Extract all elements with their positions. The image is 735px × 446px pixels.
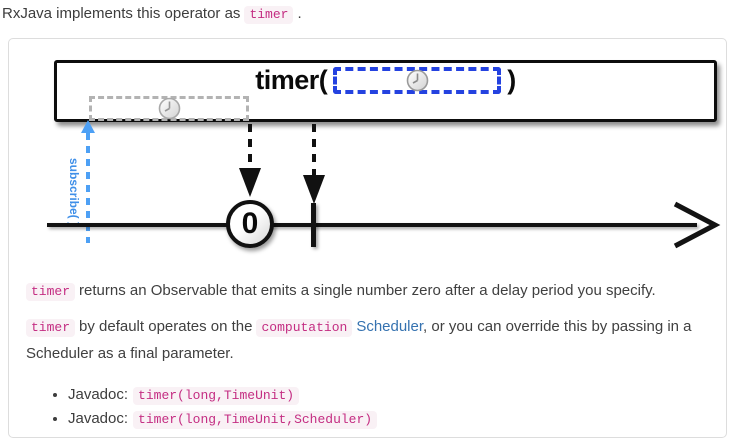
pre-subscribe-delay-box [89,96,249,121]
code-timer: timer [26,283,76,301]
description-text-1: returns an Observable that emits a singl… [79,282,656,299]
emission-arrowhead-icon [239,168,261,197]
completion-arrowhead-icon [303,175,325,204]
operator-card: timer( ) [8,38,727,438]
clock-icon [158,97,180,120]
subscribe-label: subscribe( ) [67,157,81,226]
scheduler-link[interactable]: Scheduler [356,318,424,335]
intro-suffix: . [297,5,302,22]
clock-icon [406,69,429,91]
description-text-2b: , or you can override this by passing in… [26,318,692,362]
list-item: Javadoc:timer(long,TimeUnit) [68,383,709,407]
timeline [47,223,697,227]
javadoc-label: Javadoc: [68,410,129,427]
operator-open-label: timer( [255,64,328,95]
operator-signature: timer( ) [255,64,516,96]
operator-close-label: ) [507,64,516,95]
emission-marble: 0 [226,200,274,248]
emission-value: 0 [241,207,259,240]
completion-arrow-line [312,124,316,175]
delay-parameter-box [333,66,502,94]
code-computation: computation [256,319,353,337]
marble-diagram: timer( ) [26,39,721,254]
intro-code-timer: timer [244,6,294,24]
intro-prefix: RxJava implements this operator as [2,5,241,22]
emission-arrow-line [248,124,252,168]
description-text-2a: by default operates on the [79,318,253,335]
timeline-arrowhead-icon [673,201,721,249]
javadoc-list: Javadoc:timer(long,TimeUnit) Javadoc:tim… [68,383,709,431]
code-timer: timer [26,319,76,337]
subscribe-arrowhead-icon [81,120,95,133]
list-item: Javadoc:timer(long,TimeUnit,Scheduler) [68,407,709,431]
subscribe-arrow-line [86,133,90,243]
javadoc-label: Javadoc: [68,386,129,403]
javadoc-link-timer-long-timeunit-scheduler[interactable]: timer(long,TimeUnit,Scheduler) [133,411,378,429]
completion-tick [311,203,316,247]
javadoc-link-timer-long-timeunit[interactable]: timer(long,TimeUnit) [133,387,300,405]
